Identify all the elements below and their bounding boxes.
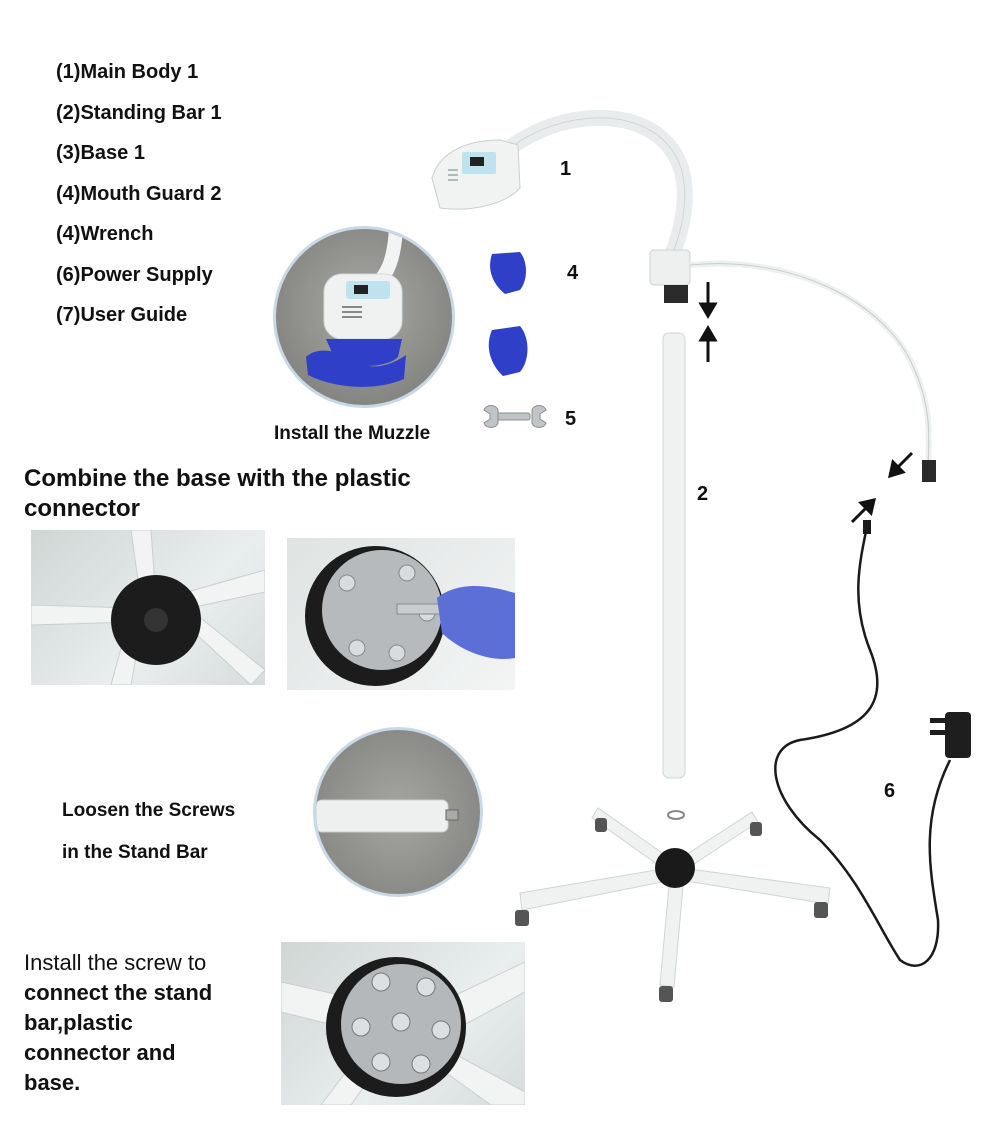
lamp-head [431, 139, 521, 210]
install-screw-caption-line: connect the stand [24, 980, 213, 1005]
install-screw-caption-line: bar,plastic [24, 1010, 133, 1035]
parts-list-item: (4)Mouth Guard 2 [56, 182, 222, 205]
cable-plug [922, 460, 936, 482]
head-cable [689, 260, 932, 466]
standing-bar [662, 332, 686, 779]
install-muzzle-photo [273, 226, 455, 408]
parts-list-item: (1)Main Body 1 [56, 61, 199, 83]
base-hub [655, 848, 695, 888]
part-number-standing-bar: 2 [697, 483, 709, 505]
parts-list: (1)Main Body 1 (2)Standing Bar 1 (3)Base… [56, 58, 222, 342]
base-connector-photo [31, 530, 265, 685]
arrow-icon [698, 282, 914, 524]
loosen-caption-line: in the Stand Bar [62, 842, 208, 863]
stand-bar-screw-photo [313, 727, 483, 897]
mouth-guard-1 [490, 252, 526, 294]
combine-heading: Combine the base with the plastic connec… [24, 464, 474, 524]
parts-list-item: (4)Wrench [56, 223, 154, 245]
part-number-wrench: 5 [565, 408, 577, 430]
part-number-mouth-guard: 4 [567, 262, 579, 284]
install-screw-caption-line: Install the screw to [24, 950, 207, 975]
wrench-icon [483, 405, 547, 428]
washer [667, 810, 685, 820]
install-screw-caption: Install the screw to connect the stand b… [24, 948, 274, 1098]
parts-list-item: (2)Standing Bar 1 [56, 101, 222, 124]
connector-block [649, 249, 691, 286]
install-muzzle-caption: Install the Muzzle [274, 423, 431, 444]
muzzle-illustration [306, 229, 406, 387]
parts-list-item: (6)Power Supply [56, 263, 213, 286]
install-screw-photo [281, 942, 525, 1105]
base-screw-photo [287, 538, 515, 690]
caster-wheels [515, 818, 828, 1002]
power-adapter [930, 712, 971, 758]
gooseneck-arm [502, 109, 693, 263]
part-number-power-supply: 6 [884, 780, 896, 802]
rolling-base [519, 807, 831, 988]
loosen-caption: Loosen the Screws in the Stand Bar [62, 790, 235, 874]
power-cable [774, 521, 952, 967]
mouth-guard-2 [488, 326, 528, 376]
combine-heading-line: Combine the base with the plastic [24, 465, 411, 492]
parts-list-item: (3)Base 1 [56, 142, 145, 164]
connector-collar [664, 285, 688, 303]
install-screw-caption-line: base. [24, 1070, 81, 1095]
install-screw-caption-line: connector and [24, 1040, 176, 1065]
loosen-caption-line: Loosen the Screws [62, 800, 236, 821]
parts-list-item: (7)User Guide [56, 304, 188, 326]
combine-heading-line: connector [24, 495, 141, 522]
part-number-main-body: 1 [560, 158, 572, 180]
